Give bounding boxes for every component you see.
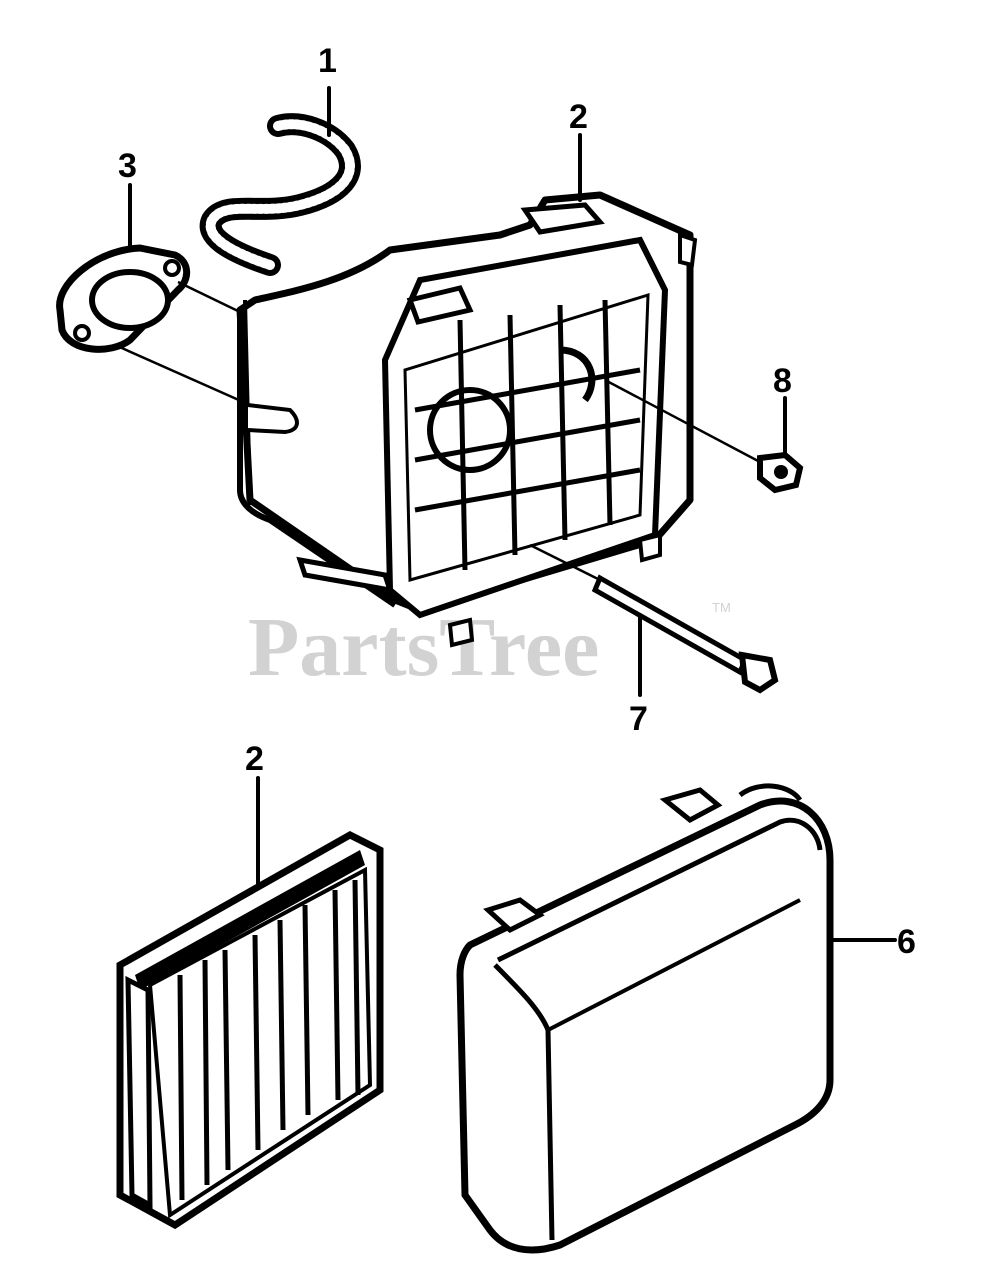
gasket-alignment-line-top (177, 280, 241, 314)
callout-1[interactable]: 1 (318, 42, 337, 80)
air-cleaner-cover-icon[interactable] (456, 783, 834, 1254)
watermark-trademark: TM (712, 600, 731, 615)
callout-5[interactable]: 3 (118, 147, 137, 185)
gasket-icon[interactable] (56, 244, 191, 353)
air-filter-element-icon[interactable] (116, 831, 384, 1230)
callout-3[interactable]: 2 (569, 98, 588, 136)
callout-8[interactable]: 8 (773, 362, 792, 400)
callout-2[interactable]: 2 (245, 740, 264, 778)
breather-tube-icon[interactable] (199, 113, 361, 276)
air-cleaner-base-icon[interactable] (236, 191, 698, 648)
callout-7[interactable]: 7 (629, 700, 648, 738)
nut-alignment-line (604, 378, 761, 464)
bolt-icon[interactable] (591, 574, 779, 694)
bolt-alignment-line (529, 543, 601, 582)
callout-6[interactable]: 6 (897, 923, 916, 961)
gasket-alignment-line-bottom (114, 343, 251, 407)
nut-icon[interactable] (757, 451, 804, 494)
